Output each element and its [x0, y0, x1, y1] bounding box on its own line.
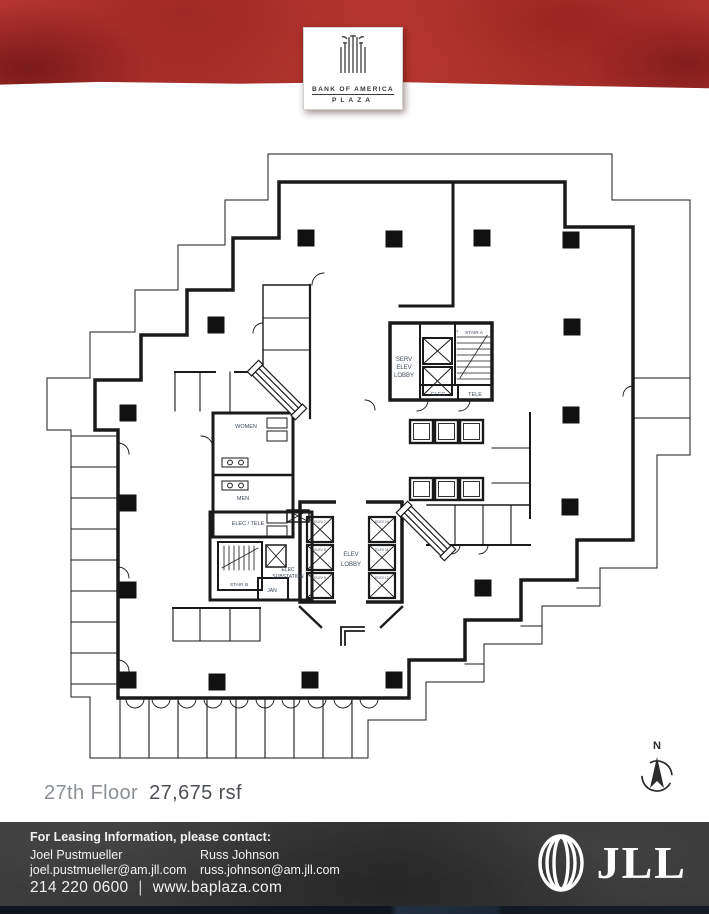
compass-arrow	[650, 757, 664, 788]
building-name-sub: PLAZA	[332, 97, 374, 104]
svg-text:ELEV 9: ELEV 9	[314, 576, 326, 580]
north-compass: N	[641, 740, 673, 792]
contact-email[interactable]: russ.johnson@am.jll.com	[200, 863, 340, 877]
floor-plan: SERV ELEV LOBBY STAIR A ELEC TELE WOMEN …	[46, 153, 691, 759]
contact-name: Russ Johnson	[200, 848, 280, 862]
leasing-heading: For Leasing Information, please contact:	[30, 830, 272, 844]
website-link[interactable]: www.baplaza.com	[152, 879, 283, 896]
svg-text:ELEV 10: ELEV 10	[375, 520, 388, 524]
men-label: MEN	[237, 496, 249, 502]
svg-text:SUBSTATION: SUBSTATION	[272, 574, 304, 580]
lease-line	[46, 153, 691, 759]
separator: |	[138, 879, 143, 896]
svg-text:ELEV 8: ELEV 8	[314, 548, 326, 552]
contact-joel: Joel Pustmueller joel.pustmueller@am.jll…	[30, 848, 187, 877]
serv-elev-lobby-label: SERV	[396, 357, 412, 363]
building-name: BANK OF AMERICA	[312, 86, 394, 95]
building-wall	[93, 180, 635, 700]
svg-text:ELEV 7: ELEV 7	[314, 520, 326, 524]
jll-wordmark: JLL	[596, 837, 687, 888]
columns	[119, 229, 581, 691]
stair-b-label: STAIR B	[230, 582, 248, 588]
elec-label: ELEC	[431, 392, 445, 398]
floor-area: 27,675 rsf	[149, 782, 243, 804]
tele-label: TELE	[468, 392, 482, 398]
substation-label: ELEC	[281, 567, 294, 573]
phone-number: 214 220 0600	[30, 879, 129, 896]
building-logo-card: BANK OF AMERICA PLAZA	[303, 27, 403, 110]
contact-name: Joel Pustmueller	[30, 848, 123, 862]
svg-text:LOBBY: LOBBY	[394, 373, 414, 379]
elec-tele-label: ELEC / TELE	[232, 521, 265, 527]
contact-russ: Russ Johnson russ.johnson@am.jll.com	[200, 848, 340, 877]
footer: For Leasing Information, please contact:…	[0, 822, 709, 906]
bottom-accent-strip	[0, 906, 709, 914]
north-label: N	[653, 740, 661, 752]
women-label: WOMEN	[235, 424, 257, 430]
phone-line: 214 220 0600 | www.baplaza.com	[30, 879, 282, 897]
svg-text:ELEV 11: ELEV 11	[375, 548, 388, 552]
svg-text:ELEV 12: ELEV 12	[375, 576, 388, 580]
contact-email[interactable]: joel.pustmueller@am.jll.com	[30, 863, 187, 877]
jll-rings-icon	[537, 834, 584, 892]
svg-text:ELEV: ELEV	[396, 365, 411, 371]
floor-number: 27th Floor	[44, 782, 139, 804]
stair-a-label: STAIR A	[465, 330, 484, 336]
floor-caption: 27th Floor 27,675 rsf	[44, 782, 242, 805]
jll-logo: JLL	[531, 833, 687, 893]
building-icon	[340, 35, 366, 73]
svg-text:LOBBY: LOBBY	[341, 562, 361, 568]
elev-lobby-label: ELEV	[343, 552, 358, 558]
jan-label: JAN	[267, 588, 277, 594]
